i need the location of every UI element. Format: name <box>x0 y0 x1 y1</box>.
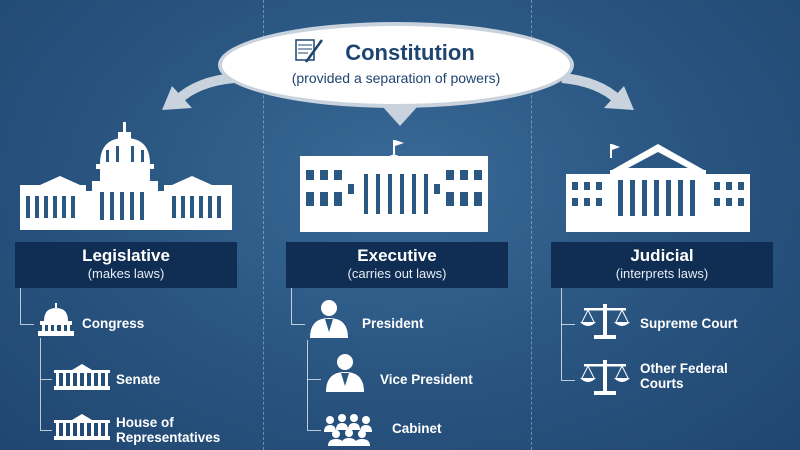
legislative-branch-line <box>20 324 34 325</box>
scales-icon <box>580 360 630 395</box>
house-branch-line <box>40 430 52 431</box>
executive-heading: Executive <box>357 246 437 265</box>
house-label: House of Representatives <box>116 415 221 445</box>
vice-president-label: Vice President <box>380 372 473 387</box>
vp-branch-line <box>307 379 321 380</box>
group-icon <box>324 414 372 446</box>
legislative-heading: Legislative <box>82 246 170 265</box>
person-icon <box>326 354 364 392</box>
constitution-title: Constitution <box>345 40 475 65</box>
judicial-role: (interprets laws) <box>615 266 709 281</box>
column-divider-left <box>263 0 264 450</box>
executive-band: Executive (carries out laws) <box>286 242 508 288</box>
supreme-branch-line <box>561 324 575 325</box>
supreme-court-icon <box>566 144 750 232</box>
judicial-tree-line <box>561 288 562 380</box>
legislative-band: Legislative (makes laws) <box>15 242 237 288</box>
legislative-tree-line <box>20 288 21 324</box>
senate-label: Senate <box>116 372 161 387</box>
supreme-court-label: Supreme Court <box>640 316 738 331</box>
constitution-oval: Constitution (provided a separation of p… <box>218 22 574 108</box>
senate-branch-line <box>40 379 52 380</box>
cabinet-branch-line <box>307 430 321 431</box>
judicial-band: Judicial (interprets laws) <box>551 242 773 288</box>
person-icon <box>310 300 348 338</box>
congress-label: Congress <box>82 316 145 331</box>
dome-icon <box>38 303 74 336</box>
executive-role: (carries out laws) <box>347 266 447 281</box>
legislative-role: (makes laws) <box>87 266 165 281</box>
other-federal-courts-label: Other Federal Courts <box>640 361 728 391</box>
white-house-icon <box>300 140 488 232</box>
president-label: President <box>362 316 424 331</box>
federal-branch-line <box>561 380 575 381</box>
constitution-subtitle: (provided a separation of powers) <box>291 70 501 86</box>
congress-tree-line <box>40 338 41 430</box>
column-divider-right <box>531 0 532 450</box>
capitol-icon <box>20 122 232 230</box>
judicial-heading: Judicial <box>630 246 694 265</box>
building-icon <box>54 414 110 440</box>
cabinet-label: Cabinet <box>392 421 442 436</box>
arrow-to-judicial <box>561 73 634 110</box>
building-icon <box>54 364 110 390</box>
scales-icon <box>580 304 630 339</box>
scroll-icon <box>295 39 324 63</box>
president-tree-line <box>307 340 308 430</box>
executive-branch-line <box>291 324 305 325</box>
executive-tree-line <box>291 288 292 324</box>
